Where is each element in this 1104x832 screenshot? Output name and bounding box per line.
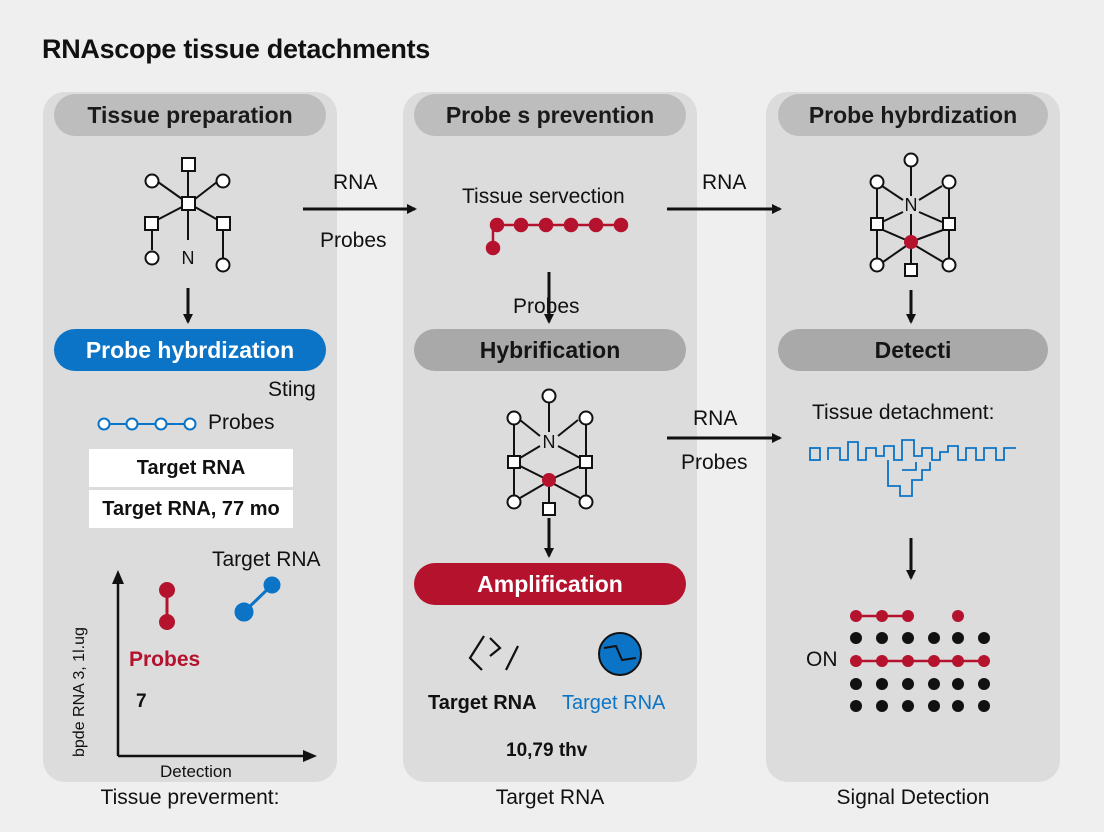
probes-legend-label: Probes	[208, 411, 275, 434]
on-label: ON	[806, 648, 838, 671]
panel-probe-hybridization	[766, 92, 1060, 782]
table-row-2: Target RNA, 77 mo	[89, 490, 293, 528]
sting-label: Sting	[268, 378, 316, 401]
arrow1-probes-label: Probes	[320, 229, 387, 252]
chart-probes-label: Probes	[129, 648, 201, 671]
chart-value-label: 7	[136, 691, 147, 712]
panel1-stage-probe-hybridization: Probe hybrdization	[54, 329, 326, 371]
tissue-detachment-label: Tissue detachment:	[812, 401, 995, 424]
panel2-stage-hybrification: Hybrification	[414, 329, 686, 371]
panel2-footer: Target RNA	[495, 786, 605, 809]
panel1-footer: Tissue preverment:	[100, 786, 280, 809]
arrow3-probes-label: Probes	[681, 451, 748, 474]
table-row-1: Target RNA	[89, 449, 293, 487]
tissue-servection-label: Tissue servection	[462, 185, 625, 208]
chart-target-label: Target RNA	[212, 548, 321, 571]
page-title: RNAscope tissue detachments	[42, 34, 431, 64]
panel-probe-prevention	[403, 92, 697, 782]
chart-y-axis-label: bpde RNA 3, 1l.ug	[71, 627, 88, 757]
result-target-rna-right: Target RNA	[562, 692, 666, 714]
chart-x-axis-label: Detection	[160, 762, 232, 781]
panel1-header: Tissue preparation	[54, 94, 326, 136]
panel3-footer: Signal Detection	[836, 786, 990, 809]
arrow3-rna-label: RNA	[693, 407, 738, 430]
panel3-stage-detection: Detecti	[778, 329, 1048, 371]
arrow1-rna-label: RNA	[333, 171, 378, 194]
arrow2-rna-label: RNA	[702, 171, 747, 194]
result-value: 10,79 thv	[506, 740, 588, 761]
result-target-rna-left: Target RNA	[428, 692, 537, 714]
panel3-header: Probe hybrdization	[778, 94, 1048, 136]
panel2-header: Probe s prevention	[414, 94, 686, 136]
panel2-probes-label: Probes	[513, 295, 580, 318]
panel2-stage-amplification: Amplification	[414, 563, 686, 605]
